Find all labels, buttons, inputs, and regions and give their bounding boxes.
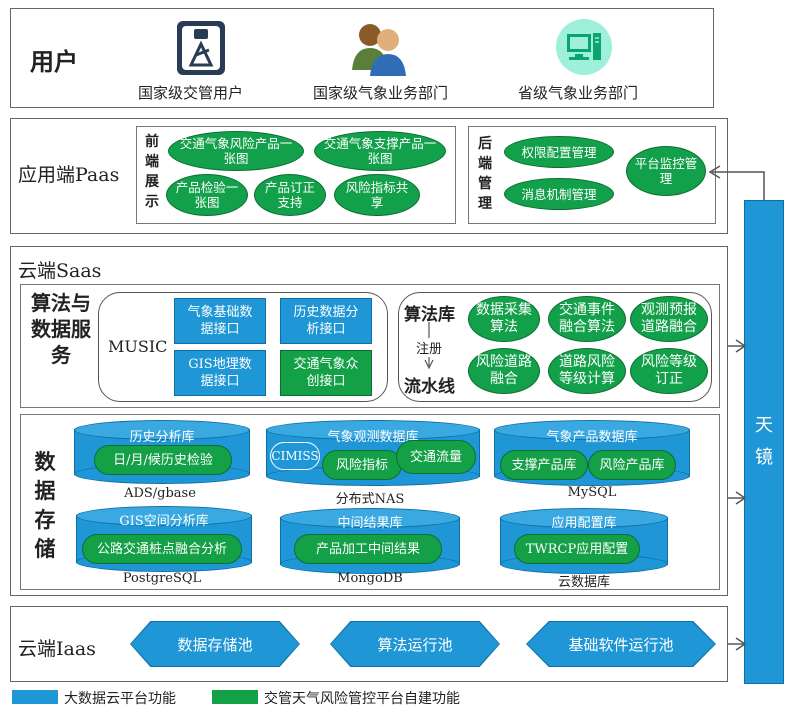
back-manage-label: 后端管理 bbox=[478, 136, 492, 212]
connector-arrows bbox=[700, 160, 790, 660]
tianjing-label: 天镜 bbox=[755, 415, 773, 468]
db-product-title: 气象产品数据库 bbox=[546, 430, 638, 445]
legend-swatch-green bbox=[212, 690, 258, 704]
music-label: MUSIC bbox=[108, 337, 168, 356]
algo-data-collect: 数据采集算法 bbox=[468, 296, 540, 342]
db-gis-item: 公路交通桩点融合分析 bbox=[82, 534, 242, 564]
db-product-support: 支撑产品库 bbox=[500, 450, 588, 480]
algo-risk-level-calc: 道路风险等级计算 bbox=[548, 348, 626, 394]
users-title: 用户 bbox=[30, 48, 78, 76]
front-item-support-map: 交通气象支撑产品一张图 bbox=[314, 131, 446, 171]
db-product-risk: 风险产品库 bbox=[588, 450, 676, 480]
algo-risk-road-fusion: 风险道路融合 bbox=[468, 348, 540, 394]
user-label-3: 省级气象业务部门 bbox=[518, 84, 639, 102]
db-observation-traffic: 交通流量 bbox=[396, 440, 476, 474]
algo-service-label: 算法与数据服务 bbox=[31, 291, 91, 367]
interface-gis: GIS地理数据接口 bbox=[174, 350, 266, 396]
algo-risk-level-correct: 风险等级订正 bbox=[630, 348, 708, 394]
front-item-indicator-share: 风险指标共享 bbox=[334, 174, 420, 216]
saas-title: 云端Saas bbox=[18, 260, 102, 282]
legend-label-green: 交管天气风险管控平台自建功能 bbox=[264, 691, 460, 707]
algo-obs-forecast-fusion: 观测预报道路融合 bbox=[630, 296, 708, 342]
front-item-verify-map: 产品检验一张图 bbox=[166, 174, 248, 216]
pool-storage: 数据存储池 bbox=[131, 622, 299, 666]
db-config-title: 应用配置库 bbox=[551, 516, 617, 531]
db-history-name: ADS/gbase bbox=[124, 486, 196, 501]
user-label-1: 国家级交管用户 bbox=[138, 84, 244, 102]
algo-event-fusion: 交通事件融合算法 bbox=[548, 296, 626, 342]
user-label-2: 国家级气象业务部门 bbox=[313, 84, 449, 102]
storage-label: 数据存储 bbox=[34, 450, 56, 561]
traffic-police-icon bbox=[176, 20, 226, 76]
front-display-label: 前端展示 bbox=[145, 134, 159, 210]
register-label: 注册 bbox=[416, 338, 443, 357]
computer-icon bbox=[555, 18, 613, 76]
db-intermediate-title: 中间结果库 bbox=[337, 516, 403, 531]
people-icon bbox=[348, 18, 410, 78]
back-item-permission: 权限配置管理 bbox=[504, 136, 614, 168]
db-intermediate-item: 产品加工中间结果 bbox=[294, 534, 442, 564]
db-observation-title: 气象观测数据库 bbox=[327, 430, 419, 445]
db-observation-name: 分布式NAS bbox=[335, 492, 405, 507]
back-item-message: 消息机制管理 bbox=[504, 178, 614, 210]
db-observation-indicator: 风险指标 bbox=[322, 450, 402, 480]
pool-software: 基础软件运行池 bbox=[527, 622, 715, 666]
paas-title: 应用端Paas bbox=[18, 164, 120, 186]
back-item-monitor: 平台监控管理 bbox=[626, 146, 706, 196]
legend-swatch-blue bbox=[12, 690, 58, 704]
db-intermediate-name: MongoDB bbox=[337, 571, 403, 586]
iaas-title: 云端Iaas bbox=[18, 638, 96, 660]
db-history-item: 日/月/候历史检验 bbox=[94, 445, 232, 475]
tianjing-bar: 天镜 bbox=[744, 200, 784, 684]
db-product-name: MySQL bbox=[567, 485, 617, 500]
db-observation-cimiss: CIMISS bbox=[270, 442, 320, 470]
front-item-risk-map: 交通气象风险产品一张图 bbox=[168, 131, 304, 171]
db-config-name: 云数据库 bbox=[557, 575, 610, 590]
interface-history-analysis: 历史数据分析接口 bbox=[280, 298, 372, 344]
db-config-item: TWRCP应用配置 bbox=[514, 534, 640, 564]
algolib-label: 算法库 bbox=[404, 305, 455, 325]
interface-crowd: 交通气象众创接口 bbox=[280, 350, 372, 396]
front-item-correction: 产品订正支持 bbox=[254, 174, 326, 216]
db-gis-title: GIS空间分析库 bbox=[119, 514, 209, 529]
pool-algorithm: 算法运行池 bbox=[331, 622, 499, 666]
legend-label-blue: 大数据云平台功能 bbox=[64, 691, 176, 707]
pipeline-label: 流水线 bbox=[404, 377, 455, 397]
db-gis-name: PostgreSQL bbox=[122, 571, 202, 586]
interface-weather-base: 气象基础数据接口 bbox=[174, 298, 266, 344]
db-history-title: 历史分析库 bbox=[129, 430, 195, 445]
